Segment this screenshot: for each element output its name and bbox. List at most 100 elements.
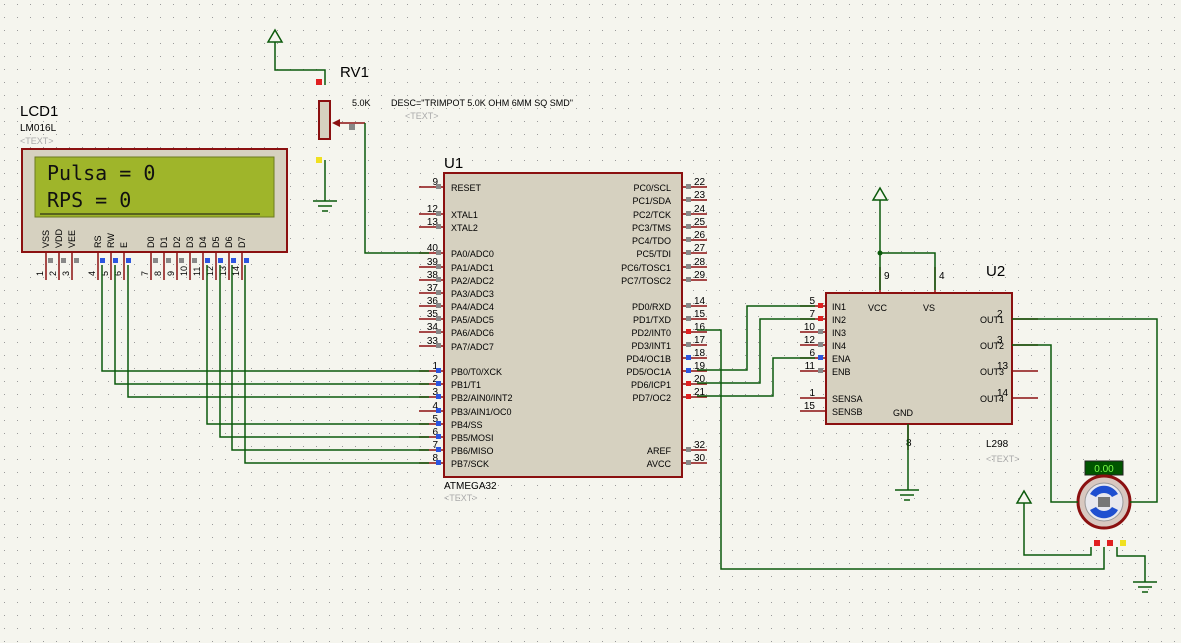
mcu-right-pin-name: PC1/SDA	[632, 196, 671, 206]
mcu-right-pin-number: 14	[694, 296, 706, 307]
mcu-left-pin-number: 12	[427, 204, 439, 215]
driver-top-pin-number: 9	[884, 271, 890, 282]
mcu-right-pin-number: 20	[694, 374, 706, 385]
mcu-left-pin-number: 39	[427, 257, 439, 268]
lcd-pin-name: RW	[106, 233, 116, 248]
driver-top-pin-number: 4	[939, 271, 945, 282]
pot-component[interactable]: RV1 5.0K DESC="TRIMPOT 5.0K OHM 6MM SQ S…	[316, 64, 573, 163]
mcu-right-pin-name: PC2/TCK	[633, 210, 671, 220]
mcu-right-pin-name: PD5/OC1A	[626, 367, 671, 377]
mcu-left-pin-name: PB6/MISO	[451, 446, 494, 456]
mcu-right-pin-dot	[686, 224, 691, 229]
mcu-left-pin-dot	[436, 343, 441, 348]
mcu-left-pin-dot	[436, 394, 441, 399]
pot-body	[318, 100, 331, 140]
mcu-left-pin-name: PB0/T0/XCK	[451, 367, 502, 377]
mcu-ref: U1	[444, 155, 463, 172]
driver-left-pin-name: ENB	[832, 367, 851, 377]
mcu-right-pin-number: 28	[694, 257, 706, 268]
mcu-left-pin-name: XTAL1	[451, 210, 478, 220]
mcu-right-pin-number: 23	[694, 190, 706, 201]
mcu-left-pin-dot	[436, 264, 441, 269]
mcu-left-pin-name: PA4/ADC4	[451, 302, 494, 312]
mcu-right-pin-name: PC7/TOSC2	[621, 276, 671, 286]
driver-left-pin-name: IN2	[832, 315, 846, 325]
lcd-pin-name: D5	[211, 236, 221, 248]
lcd-pin-name: D7	[237, 236, 247, 248]
pot-text-tag: <TEXT>	[405, 111, 439, 121]
mcu-right-pin-name: PC0/SCL	[633, 183, 671, 193]
mcu-right-pin-name: PC6/TOSC1	[621, 263, 671, 273]
mcu-right-pin-name: PC5/TDI	[636, 249, 671, 259]
driver-left-pin-number: 10	[804, 322, 816, 333]
mcu-right-pin-name: PD6/ICP1	[631, 380, 671, 390]
lcd-line-1: Pulsa = 0	[47, 161, 155, 185]
mcu-right-pin-dot	[686, 342, 691, 347]
mcu-right-pin-number: 21	[694, 387, 706, 398]
lcd-pin-number: 9	[166, 271, 176, 276]
mcu-left-pin-number: 37	[427, 283, 439, 294]
driver-left-pin-number: 7	[809, 309, 815, 320]
driver-text-tag: <TEXT>	[986, 454, 1020, 464]
driver-top-pin-name: VS	[923, 303, 935, 313]
mcu-right-pin-number: 26	[694, 230, 706, 241]
lcd-pin-name: D6	[224, 236, 234, 248]
wires	[101, 42, 1158, 582]
driver-left-pin-dot	[818, 329, 823, 334]
mcu-right-pin-dot	[686, 303, 691, 308]
mcu-left-pin-name: PA0/ADC0	[451, 249, 494, 259]
mcu-left-pin-dot	[436, 368, 441, 373]
motor-component[interactable]: 0.00	[1076, 460, 1132, 546]
driver-right-pin-name: OUT4	[980, 394, 1004, 404]
mcu-left-pin-number: 1	[432, 361, 438, 372]
mcu-left-pin-name: PB1/T1	[451, 380, 481, 390]
mcu-left-pin-dot	[436, 381, 441, 386]
mcu-left-pin-number: 13	[427, 217, 439, 228]
lcd-pin-dot	[205, 258, 210, 263]
mcu-right-pin-number: 30	[694, 453, 706, 464]
mcu-left-pin-dot	[436, 250, 441, 255]
lcd-pin-number: 1	[35, 271, 45, 276]
mcu-left-pin-name: PB4/SS	[451, 420, 483, 430]
mcu-left-pin-number: 4	[432, 401, 438, 412]
driver-ref: U2	[986, 263, 1005, 280]
lcd-line-2: RPS = 0	[47, 188, 131, 212]
driver-left-pin-name: ENA	[832, 354, 851, 364]
lcd-pin-name: VSS	[41, 230, 51, 248]
mcu-right-pin-name: PC4/TDO	[632, 236, 671, 246]
mcu-left-pin-dot	[436, 211, 441, 216]
mcu-left-pin-name: PA5/ADC5	[451, 315, 494, 325]
mcu-left-pin-number: 6	[432, 427, 438, 438]
driver-left-pin-dot	[818, 316, 823, 321]
mcu-left-pin-number: 38	[427, 270, 439, 281]
mcu-right-pin-name: PD1/TXD	[633, 315, 672, 325]
mcu-left-pin-dot	[436, 329, 441, 334]
mcu-left-pin-name: RESET	[451, 183, 482, 193]
lcd-pin-number: 14	[231, 266, 241, 276]
mcu-right-pin-dot	[686, 329, 691, 334]
motor-magnet-top	[1090, 485, 1118, 497]
driver-right-pin-name: OUT2	[980, 341, 1004, 351]
mcu-right-pin-name: PD4/OC1B	[626, 354, 671, 364]
mcu-right-pin-dot	[686, 394, 691, 399]
lcd-component[interactable]: LCD1 LM016L <TEXT> Pulsa = 0 RPS = 0 VSS…	[20, 103, 288, 280]
mcu-right-pin-number: 32	[694, 440, 706, 451]
mcu-left-pin-number: 9	[432, 177, 438, 188]
lcd-pin-dot	[100, 258, 105, 263]
lcd-pin-dot	[48, 258, 53, 263]
driver-right-pin-name: OUT3	[980, 367, 1004, 377]
mcu-right-pin-dot	[686, 447, 691, 452]
lcd-pin-dot	[231, 258, 236, 263]
driver-left-pin-number: 12	[804, 335, 816, 346]
driver-left-pin-name: SENSA	[832, 394, 863, 404]
mcu-right-pin-name: PD0/RXD	[632, 302, 672, 312]
mcu-right-pin-number: 15	[694, 309, 706, 320]
mcu-right-pin-number: 18	[694, 348, 706, 359]
lcd-pin-name: VDD	[54, 228, 64, 248]
driver-left-pin-dot	[818, 355, 823, 360]
lcd-pin-dot	[61, 258, 66, 263]
mcu-left-pin-name: PA1/ADC1	[451, 263, 494, 273]
